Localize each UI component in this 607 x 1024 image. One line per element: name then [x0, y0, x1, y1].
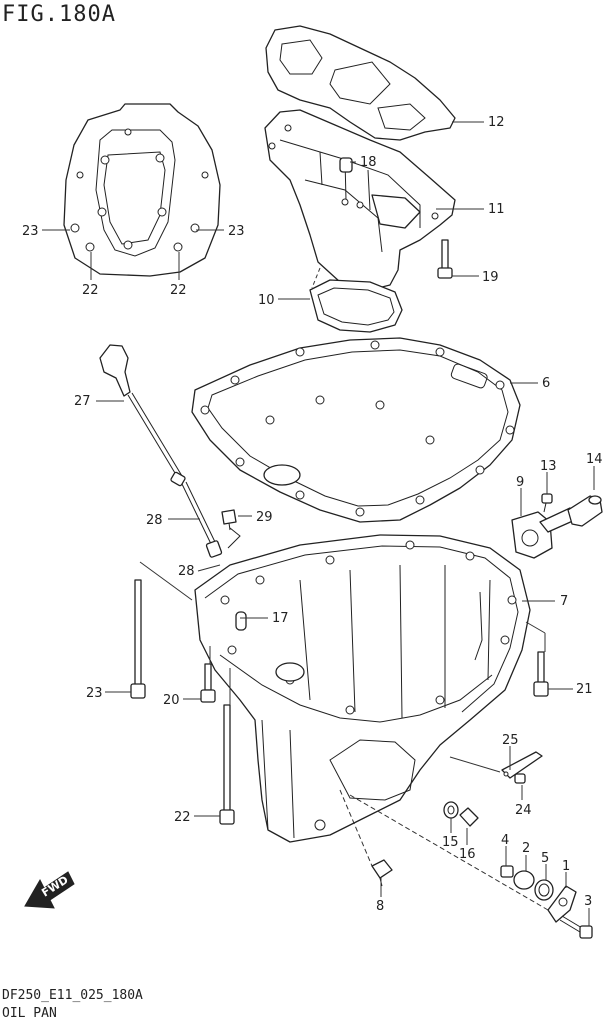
callout-2: 2	[522, 841, 530, 856]
callout-12: 12	[488, 115, 505, 130]
part-12-gasket	[265, 25, 456, 141]
part-24-screw	[514, 773, 526, 784]
figure-name: OIL PAN	[2, 1006, 57, 1021]
part-2-collar	[513, 870, 535, 890]
callout-15: 15	[442, 835, 459, 850]
leader-lines	[42, 121, 595, 926]
part-15-washer	[443, 801, 459, 819]
part-22-long-bolt	[219, 704, 235, 825]
part-6-main-gasket	[191, 337, 521, 523]
callout-14: 14	[586, 452, 603, 467]
part-5-o-ring	[534, 879, 554, 901]
upper-gasket-plate	[63, 103, 221, 277]
callout-17: 17	[272, 611, 289, 626]
callout-18: 18	[360, 155, 377, 170]
part-16-plug	[459, 807, 479, 827]
callout-22-right: 22	[170, 283, 187, 298]
callout-10: 10	[258, 293, 275, 308]
callout-28-label: 28	[178, 564, 195, 579]
callout-29: 29	[256, 510, 273, 525]
part-23-long-bolt	[130, 579, 146, 699]
part-3-bolt	[559, 915, 593, 939]
part-25-bracket	[501, 751, 543, 779]
part-20-bolt	[200, 663, 216, 703]
part-13-screw	[541, 493, 553, 513]
callout-4: 4	[501, 833, 509, 848]
figure-code: DF250_E11_025_180A	[2, 988, 143, 1003]
callout-23-bolt: 23	[86, 686, 103, 701]
part-14-sensor	[567, 495, 603, 527]
callout-22-left: 22	[82, 283, 99, 298]
callout-24: 24	[515, 803, 532, 818]
figure-title: FIG.180A	[2, 2, 116, 27]
forward-arrow-icon: FWD	[24, 871, 75, 909]
part-9-housing	[511, 507, 576, 559]
callout-25: 25	[502, 733, 519, 748]
callout-11: 11	[488, 202, 505, 217]
callout-19: 19	[482, 270, 499, 285]
callout-6: 6	[542, 376, 550, 391]
callout-20: 20	[163, 693, 180, 708]
callout-27: 28	[146, 513, 163, 528]
callout-5: 5	[541, 851, 549, 866]
callout-21: 21	[576, 682, 593, 697]
part-10-seal-gasket	[309, 279, 403, 333]
part-1-cover	[547, 885, 577, 923]
part-7-oil-pan	[194, 534, 531, 843]
callout-22-bolt: 22	[174, 810, 191, 825]
part-26-27-dipstick	[99, 344, 241, 558]
callout-26: 27	[74, 394, 91, 409]
part-29-bolt	[221, 509, 237, 531]
callout-9: 9	[516, 475, 524, 490]
part-11-case	[264, 109, 456, 291]
part-8-sensor	[371, 859, 393, 887]
part-4-screw	[500, 865, 514, 878]
callout-8: 8	[376, 899, 384, 914]
part-19-bolt	[437, 239, 453, 279]
part-21-bolt	[533, 651, 549, 697]
callout-7: 7	[560, 594, 568, 609]
callout-23-left: 23	[22, 224, 39, 239]
callout-1: 1	[562, 859, 570, 874]
callout-3: 3	[584, 894, 592, 909]
callout-16: 16	[459, 847, 476, 862]
callout-labels: 12 18 11 19 10 23 23 22 22 6 27 13 14 9 …	[22, 115, 603, 914]
callout-13: 13	[540, 459, 557, 474]
callout-23-right: 23	[228, 224, 245, 239]
